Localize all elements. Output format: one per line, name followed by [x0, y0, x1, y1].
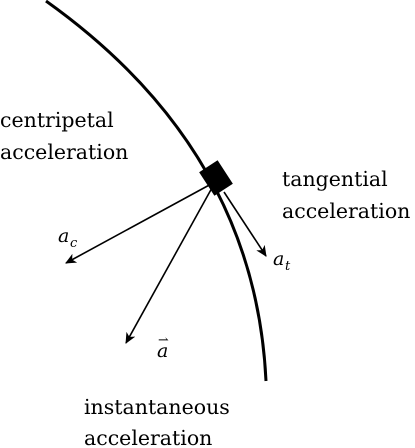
- centripetal-label-line2: acceleration: [0, 140, 128, 164]
- ac-symbol: a: [58, 225, 69, 247]
- vector-arrow-mark: ⇀: [158, 333, 169, 348]
- centripetal-acceleration-arrow: [65, 182, 214, 264]
- tangential-acceleration-arrow: [223, 191, 267, 257]
- ac-subscript: c: [70, 236, 78, 251]
- at-symbol: a: [273, 248, 284, 270]
- instantaneous-label-line2: acceleration: [84, 426, 212, 448]
- moving-object: [199, 160, 233, 196]
- instantaneous-acceleration-arrow: [125, 185, 214, 344]
- at-subscript: t: [285, 259, 291, 274]
- tangential-label-line1: tangential: [282, 167, 388, 191]
- curved-path: [45, 0, 268, 382]
- tangential-label-line2: acceleration: [282, 199, 410, 223]
- centripetal-label-line1: centripetal: [0, 108, 114, 132]
- instantaneous-label-line1: instantaneous: [84, 395, 230, 419]
- a-vector-symbol: a: [157, 340, 168, 362]
